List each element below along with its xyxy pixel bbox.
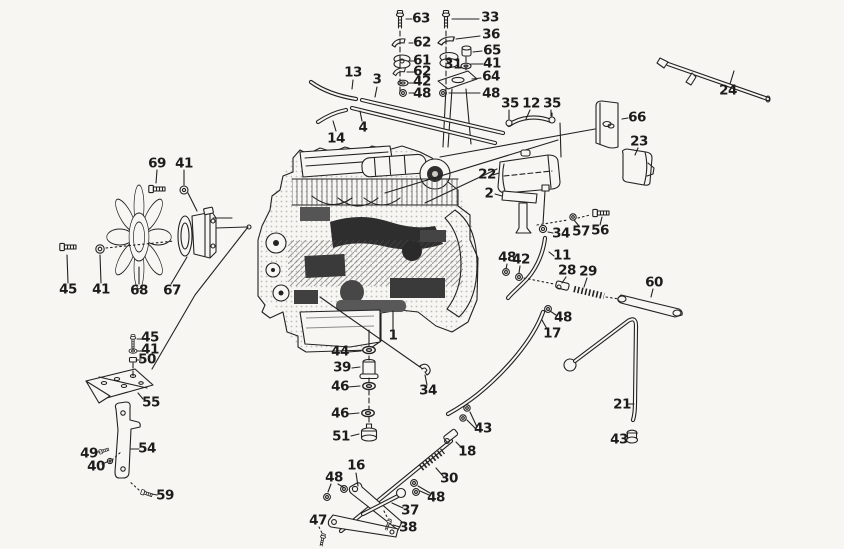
nut-48e-icons	[323, 485, 348, 501]
bracket-55-illustration	[85, 368, 154, 404]
right-linkage	[445, 208, 683, 444]
cap-50-icon	[128, 356, 138, 363]
washer-41b-icon	[179, 185, 189, 195]
bolt-56-icon	[592, 208, 610, 218]
bolt-49-icon	[98, 446, 110, 455]
bracket-66-illustration	[595, 100, 619, 149]
clamp-31-icon	[439, 51, 459, 69]
fuel-pipes	[308, 79, 562, 194]
bracket-2-illustration	[501, 190, 538, 234]
fan-pump-assembly	[59, 184, 252, 370]
plug-65-icon	[461, 45, 472, 57]
rod-37-illustration	[360, 487, 407, 517]
clamp-62b-icon	[392, 67, 406, 77]
clamp-35b-icon	[548, 112, 556, 124]
washer-57-icon	[569, 213, 577, 221]
washer-48a-icon	[399, 89, 407, 97]
clevis-18-icon	[443, 428, 459, 444]
hook-34b-icon	[419, 363, 431, 376]
bolt-59-icon	[140, 488, 154, 499]
bottom-linkage	[318, 404, 471, 547]
fitting-28-icon	[555, 280, 570, 291]
top-parts-cluster	[391, 9, 478, 148]
water-pump-illustration	[177, 206, 217, 259]
cap-43b-icon	[625, 429, 639, 444]
arm-54-illustration	[114, 401, 141, 479]
clamp-35a-icon	[505, 115, 513, 127]
washer-46b-icon	[361, 408, 375, 418]
bracket-55-assembly	[85, 334, 154, 404]
washer-48c-icon	[502, 268, 510, 276]
washer-42b-icon	[515, 273, 523, 281]
bolt-63-icon	[395, 9, 405, 29]
bolt-47-icon	[318, 533, 327, 547]
muffler-assembly	[424, 100, 655, 301]
muffler-22-illustration	[497, 149, 561, 194]
leader-lines	[66, 18, 735, 528]
bolt-69-icon	[148, 184, 166, 194]
dipstick-21-illustration	[563, 317, 639, 423]
nut-43a-icons	[459, 404, 471, 422]
fan-illustration	[106, 184, 172, 290]
clamp-62-icon	[391, 38, 406, 48]
bolt-45b-icon	[129, 334, 137, 349]
mount-column	[319, 296, 431, 442]
spring-29-icon	[573, 285, 605, 300]
bolt-45-icon	[59, 242, 77, 252]
clamp-61-icon	[393, 54, 411, 69]
washer-40-icon	[106, 457, 114, 465]
clamp-34a-icon	[538, 224, 548, 234]
washer-41-icon	[95, 244, 105, 254]
engine-illustration	[257, 145, 479, 353]
nut-48f-icons	[410, 479, 420, 496]
bolt-33-icon	[441, 9, 451, 29]
endcap-23-illustration	[621, 148, 655, 186]
washer-44-icon	[362, 345, 376, 355]
mount-39-icon	[359, 358, 379, 380]
link-60-illustration	[617, 294, 683, 318]
arm-54-assembly	[98, 401, 154, 499]
bracket-64-icon	[437, 70, 478, 90]
rod-24-illustration	[656, 57, 771, 103]
spring-30-icon	[419, 448, 445, 471]
bolt-51-icon	[360, 423, 378, 442]
